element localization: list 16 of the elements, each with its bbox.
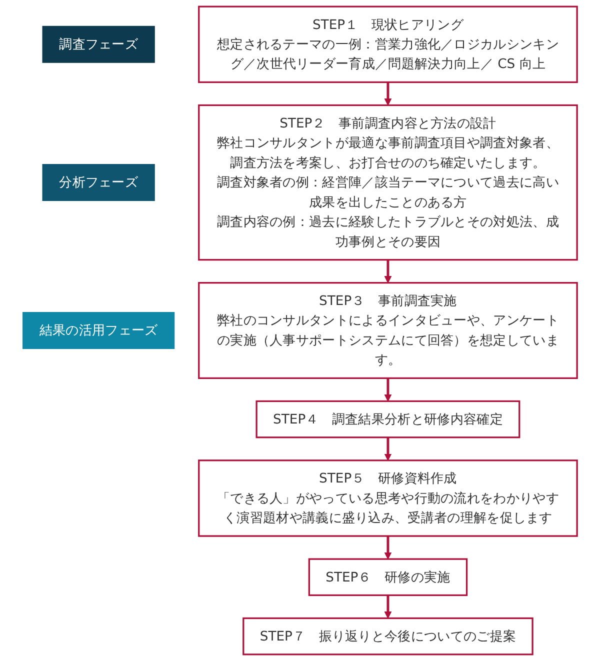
node-box: STEP３ 事前調査実施 弊社のコンサルタントによるインタビューや、アンケートの実施（人事サポートシステムにて回答）を想定しています。	[198, 282, 578, 379]
arrow	[384, 536, 392, 560]
node-box: STEP５ 研修資料作成 「できる人」がやっている思考や行動の流れをわかりやすく演習題材や講義に盛り込み、受講者の理解を促します	[198, 460, 578, 537]
arrow	[384, 595, 392, 619]
arrow	[384, 260, 392, 284]
node-box: 結果の活用フェーズ	[22, 312, 175, 349]
node-box: 調査フェーズ	[42, 26, 155, 63]
arrow	[384, 378, 392, 402]
node-box: 分析フェーズ	[42, 164, 155, 201]
arrow	[384, 82, 392, 106]
node-box: STEP２ 事前調査内容と方法の設計 弊社コンサルタントが最適な事前調査項目や調査対象者、調査方法を考案し、お打合せののち確定いたします。 調査対象者の例：経営陣／該当テーマについて過去に高い成果を出したことのある方 調査内容の例：過去に経験したトラブルとその対処法、成功事例とその要因	[198, 104, 578, 261]
node-box: STEP１ 現状ヒアリング 想定されるテーマの一例：営業力強化／ロジカルシンキング／次世代リーダー育成／問題解決力向上／ CS 向上	[198, 6, 578, 84]
node-box: STEP６ 研修の実施	[308, 558, 468, 596]
node-box: STEP４ 調査結果分析と研修内容確定	[256, 400, 520, 438]
arrow	[384, 437, 392, 461]
node-box: STEP７ 振り返りと今後についてのご提案	[242, 617, 534, 656]
